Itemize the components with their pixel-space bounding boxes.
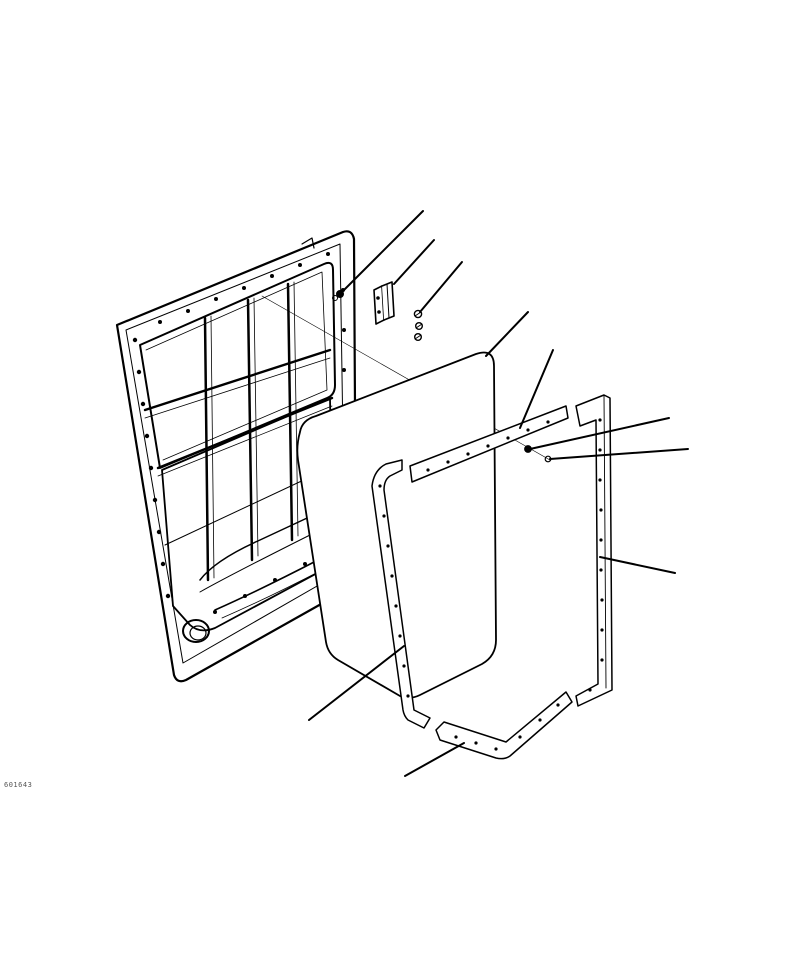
door-frame <box>115 230 358 683</box>
bolt <box>413 309 424 342</box>
front-retainer-frame <box>371 459 431 729</box>
callout-leaders <box>308 210 689 777</box>
door-window-glass <box>296 351 497 699</box>
upper-retainer-strip <box>409 405 569 483</box>
lower-retainer-strip <box>435 691 573 760</box>
hinge <box>373 281 395 325</box>
figure-code: 601643 <box>4 781 33 789</box>
rear-side-strip <box>575 394 613 707</box>
